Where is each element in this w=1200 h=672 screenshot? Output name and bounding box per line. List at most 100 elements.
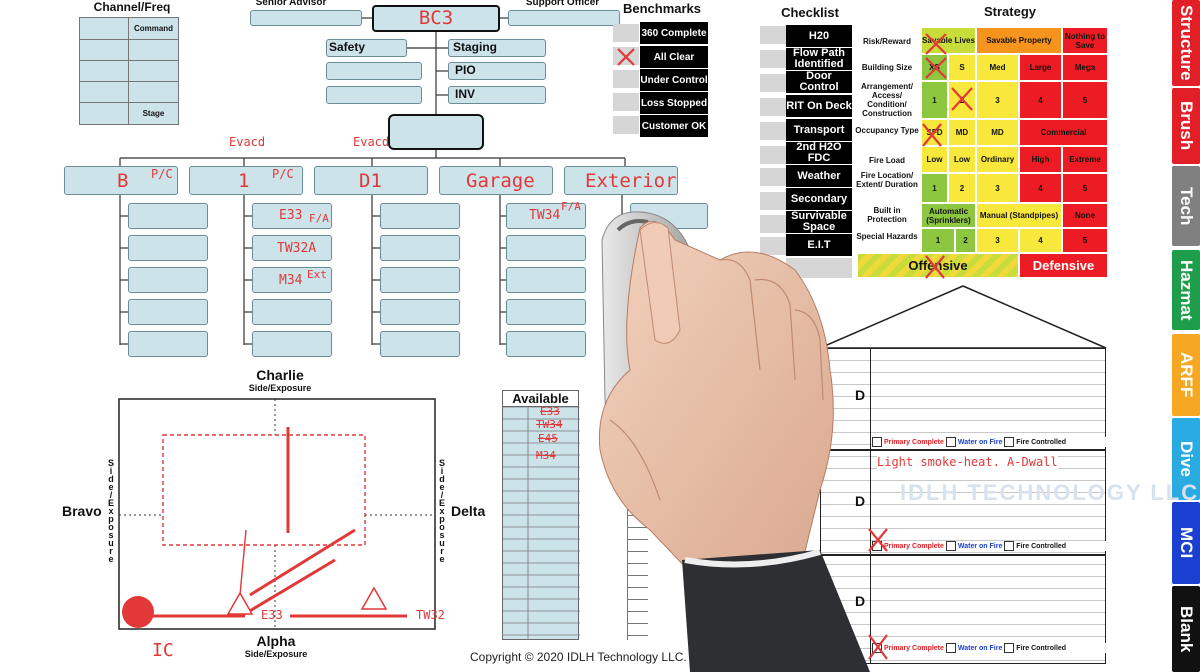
benchmark-item[interactable]: Under Control: [640, 69, 708, 91]
checklist-item[interactable]: Door Control: [786, 71, 852, 93]
checklist-check[interactable]: [760, 26, 786, 44]
strategy-cell[interactable]: Mega: [1062, 54, 1108, 81]
strategy-cell[interactable]: 5: [1062, 228, 1108, 253]
water-on-fire-checkbox[interactable]: [945, 541, 956, 551]
strategy-cell[interactable]: Commercial: [1019, 119, 1108, 146]
site-diagram[interactable]: [110, 395, 450, 635]
unit-slot[interactable]: [506, 299, 586, 325]
operations-box[interactable]: [388, 114, 484, 150]
strategy-cell[interactable]: 3: [976, 81, 1019, 119]
available-unit[interactable]: E33: [540, 405, 560, 418]
unit-slot[interactable]: [128, 267, 208, 293]
benchmark-check[interactable]: [613, 93, 639, 111]
benchmark-item[interactable]: 360 Complete: [640, 22, 708, 44]
checklist-check[interactable]: [760, 215, 786, 233]
strategy-cell[interactable]: Med: [976, 54, 1019, 81]
strategy-cell[interactable]: S: [948, 54, 976, 81]
strategy-cell[interactable]: Extreme: [1062, 146, 1108, 173]
tab-tech[interactable]: Tech: [1172, 166, 1200, 246]
strategy-cell[interactable]: 2: [955, 228, 976, 253]
benchmark-item[interactable]: All Clear: [640, 46, 708, 68]
checklist-item[interactable]: 2nd H2O FDC: [786, 142, 852, 164]
unit-slot[interactable]: [380, 299, 460, 325]
strategy-cell[interactable]: 3: [976, 228, 1019, 253]
unit-slot-e33[interactable]: E33 F/A: [252, 203, 332, 229]
strategy-cell[interactable]: 4: [1019, 81, 1062, 119]
unit-slot[interactable]: [506, 267, 586, 293]
strategy-cell[interactable]: 4: [1019, 228, 1062, 253]
strategy-cell[interactable]: 5: [1062, 173, 1108, 203]
unit-slot-tw34[interactable]: TW34 F/A: [506, 200, 586, 229]
fire-controlled-checkbox[interactable]: [1004, 541, 1015, 551]
unit-slot[interactable]: [128, 235, 208, 261]
strategy-cell[interactable]: Low: [948, 146, 976, 173]
benchmark-check[interactable]: [613, 24, 639, 42]
safety-box[interactable]: Safety: [326, 39, 407, 57]
strategy-cell[interactable]: MD: [948, 119, 976, 146]
division-b[interactable]: B P/C: [64, 166, 178, 195]
tab-hazmat[interactable]: Hazmat: [1172, 250, 1200, 330]
fire-controlled-checkbox[interactable]: [1004, 437, 1015, 447]
available-unit[interactable]: E45: [538, 432, 558, 445]
checklist-check[interactable]: [760, 192, 786, 210]
water-on-fire-checkbox[interactable]: [945, 643, 956, 653]
unit-slot[interactable]: [128, 299, 208, 325]
strategy-cell[interactable]: Large: [1019, 54, 1062, 81]
checklist-check[interactable]: [760, 98, 786, 116]
unit-slot[interactable]: [380, 267, 460, 293]
checklist-item[interactable]: E.I.T: [786, 234, 852, 256]
division-garage[interactable]: Garage: [439, 166, 553, 195]
incident-commander-box[interactable]: BC3: [372, 5, 500, 32]
strategy-cell[interactable]: 5: [1062, 81, 1108, 119]
unit-slot[interactable]: [380, 203, 460, 229]
tab-arff[interactable]: ARFF: [1172, 334, 1200, 416]
strategy-cell[interactable]: 1: [921, 81, 948, 119]
checklist-check[interactable]: [760, 168, 786, 186]
checklist-check[interactable]: [760, 50, 786, 68]
unit-slot[interactable]: [380, 331, 460, 357]
checklist-item[interactable]: Weather: [786, 165, 852, 187]
checklist-item[interactable]: Secondary: [786, 188, 852, 210]
strategy-cell[interactable]: 1: [921, 228, 955, 253]
division-exterior[interactable]: Exterior: [564, 166, 678, 195]
checklist-check[interactable]: [760, 122, 786, 140]
unit-slot[interactable]: [128, 203, 208, 229]
strategy-cell[interactable]: Nothing to Save: [1062, 27, 1108, 54]
defensive-button[interactable]: Defensive: [1019, 253, 1108, 278]
available-unit[interactable]: M34: [536, 449, 556, 462]
strategy-cell[interactable]: Automatic (Sprinklers): [921, 203, 976, 228]
strategy-cell[interactable]: 4: [1019, 173, 1062, 203]
strategy-cell[interactable]: Savable Property: [976, 27, 1062, 54]
benchmark-check[interactable]: [613, 116, 639, 134]
strategy-cell[interactable]: High: [1019, 146, 1062, 173]
blank-staff-box-2[interactable]: [326, 86, 422, 104]
senior-advisor-box[interactable]: [250, 10, 362, 26]
checklist-item[interactable]: Flow Path Identified: [786, 48, 852, 70]
tab-dive[interactable]: Dive: [1172, 418, 1200, 500]
unit-slot[interactable]: [252, 331, 332, 357]
fire-controlled-checkbox[interactable]: [1004, 643, 1015, 653]
blank-staff-box-1[interactable]: [326, 62, 422, 80]
strategy-cell[interactable]: 3: [976, 173, 1019, 203]
tab-mci[interactable]: MCI: [1172, 502, 1200, 584]
floor-note[interactable]: Light smoke-heat. A-Dwall: [877, 455, 1058, 469]
available-unit[interactable]: TW34: [536, 418, 563, 431]
strategy-cell[interactable]: 2: [948, 173, 976, 203]
checklist-item[interactable]: RIT On Deck: [786, 95, 852, 117]
division-d1[interactable]: D1: [314, 166, 428, 195]
checklist-item[interactable]: Transport: [786, 119, 852, 141]
tab-blank[interactable]: Blank: [1172, 586, 1200, 672]
checklist-check[interactable]: [760, 237, 786, 255]
strategy-cell[interactable]: Manual (Standpipes): [976, 203, 1062, 228]
tab-brush[interactable]: Brush: [1172, 88, 1200, 164]
tab-structure[interactable]: Structure: [1172, 0, 1200, 86]
offensive-button[interactable]: Offensive: [857, 253, 1019, 278]
strategy-cell[interactable]: Ordinary: [976, 146, 1019, 173]
unit-slot-tw32a[interactable]: TW32A: [252, 235, 332, 261]
primary-complete-checkbox[interactable]: [872, 437, 882, 447]
benchmark-item[interactable]: Loss Stopped: [640, 92, 708, 114]
checklist-check[interactable]: [786, 258, 852, 278]
division-1[interactable]: 1 P/C: [189, 166, 303, 195]
strategy-cell[interactable]: 1: [921, 173, 948, 203]
unit-slot[interactable]: [380, 235, 460, 261]
